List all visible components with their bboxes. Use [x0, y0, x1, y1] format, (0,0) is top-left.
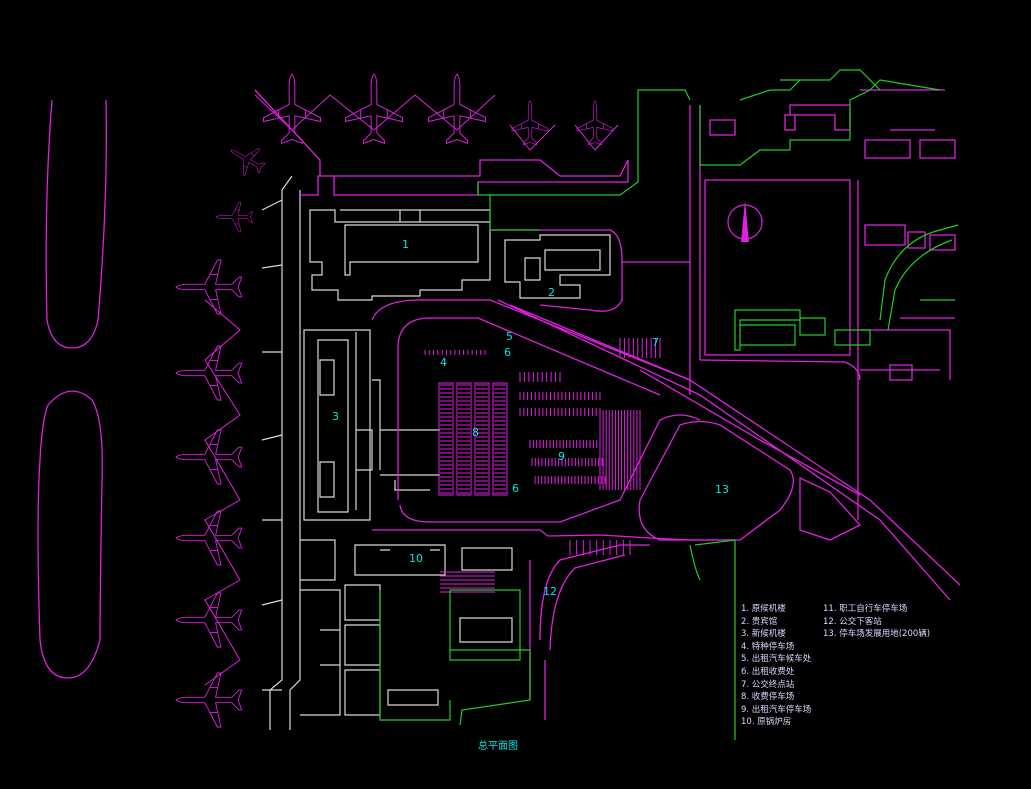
parking-aisle [492, 382, 508, 496]
green-small [734, 299, 955, 351]
legend-item: 6. 出租收费处 [741, 666, 795, 677]
legend-item: 3. 新候机楼 [741, 629, 786, 640]
legend-item: 12. 公交下客站 [823, 616, 882, 627]
legend-item: 1. 原候机楼 [741, 604, 786, 614]
aircraft-icon [175, 510, 243, 566]
green-south-right [689, 539, 736, 740]
crossing-lines [380, 429, 440, 491]
aircraft-icon [175, 345, 243, 401]
boiler-room-10-right [461, 547, 513, 571]
aircraft-icon [345, 73, 403, 145]
new-terminal-3-inner [317, 339, 349, 513]
aircraft-icon [175, 672, 243, 728]
aircraft-icon [576, 100, 614, 146]
runway-north [45, 99, 107, 349]
highway-1 [497, 299, 951, 601]
legend-item: 8. 收费停车场 [741, 692, 795, 703]
east-road-a [689, 105, 701, 380]
aircraft-icon [175, 592, 243, 648]
legend-item: 9. 出租汽车停车场 [741, 704, 812, 715]
bottom-grid [300, 539, 381, 716]
parking-aisle [474, 382, 490, 496]
zone-label-5: 5 [506, 330, 513, 343]
terminal-3-right [355, 332, 381, 510]
new-terminal-3 [303, 329, 371, 521]
old-terminal-1-inner [340, 209, 491, 276]
zone-label-8: 8 [472, 426, 479, 439]
zone-label-7: 7 [652, 336, 659, 349]
bus-road-12b [549, 554, 626, 651]
aircraft-icon [175, 429, 243, 485]
bottom-building-b [387, 689, 439, 706]
aircraft-icon [428, 73, 486, 145]
highway-2 [509, 304, 961, 586]
airside-corridor-inner [289, 190, 301, 730]
vip-house-2-inner [524, 249, 601, 281]
aircraft-icon [215, 201, 253, 233]
green-zone-north [477, 89, 691, 231]
legend-column-1: 1. 原候机楼 2. 贵宾馆 3. 新候机楼 4. 特种停车场 5. 出租汽车候… [741, 603, 811, 729]
green-zone-east [879, 224, 959, 331]
aircraft-group [175, 73, 619, 728]
legend-item: 7. 公交终点站 [741, 679, 795, 690]
north-arrow-icon [727, 200, 763, 242]
lower-road [529, 560, 546, 720]
bottom-building-a [459, 617, 513, 643]
boiler-room-10 [354, 544, 446, 576]
zone-label-4: 4 [440, 356, 447, 369]
drawing-caption: 总平面图 [478, 741, 518, 752]
zone-label-9: 9 [558, 450, 565, 463]
bus-road-12 [539, 544, 650, 641]
zone-labels: 1 2 3 4 5 6 6 7 8 9 10 12 13 [332, 238, 729, 598]
legend-item: 5. 出租汽车候车处 [741, 654, 812, 665]
lot-13 [638, 420, 794, 541]
curb-road-bottom [372, 529, 735, 541]
zone-label-13: 13 [715, 483, 729, 496]
zone-label-6b: 6 [512, 482, 519, 495]
parking-aisle [456, 382, 472, 496]
aircraft-icon [175, 259, 243, 315]
apron-chevrons [204, 94, 619, 686]
aircraft-icon [230, 148, 266, 176]
gate-bridges [261, 199, 283, 691]
zone-label-3: 3 [332, 410, 339, 423]
east-small-buildings [864, 224, 956, 381]
legend-item: 10. 原锅炉房 [741, 717, 792, 728]
parking-stalls [424, 338, 661, 593]
roads [254, 89, 961, 720]
green-zone-ne [699, 69, 941, 166]
green-boundaries [379, 69, 959, 740]
vip-house-2 [504, 234, 611, 299]
east-block [704, 179, 851, 356]
curb-road-outer [371, 299, 691, 395]
zone-label-1: 1 [402, 238, 409, 251]
east-road-c [860, 329, 951, 380]
zone-label-10: 10 [409, 552, 423, 565]
legend-item: 11. 职工自行车停车场 [823, 604, 908, 614]
parking-aisle [438, 382, 454, 496]
curb-road-inner [397, 317, 661, 500]
legend-column-2: 11. 职工自行车停车场 12. 公交下客站 13. 停车场发展用地(200辆) [823, 603, 930, 641]
legend-item: 2. 贵宾馆 [741, 616, 778, 627]
old-terminal-1 [309, 209, 491, 301]
parking-loop [399, 414, 701, 523]
zone-label-12: 12 [543, 585, 557, 598]
airside-corridor [269, 175, 293, 730]
apron-pier [254, 89, 629, 196]
runways [37, 99, 107, 679]
aircraft-icon [511, 100, 549, 146]
vip-approach [490, 229, 623, 312]
zone-label-6a: 6 [504, 346, 511, 359]
highway-3 [639, 369, 861, 496]
runway-south [37, 390, 103, 679]
top-right-buildings [709, 89, 956, 159]
legend-item: 13. 停车场发展用地(200辆) [823, 629, 931, 640]
zone-label-2: 2 [548, 286, 555, 299]
green-lower-south [379, 589, 531, 726]
legend-item: 4. 特种停车场 [741, 641, 795, 652]
east-road-d [699, 359, 861, 381]
lot-13-east [799, 476, 862, 541]
